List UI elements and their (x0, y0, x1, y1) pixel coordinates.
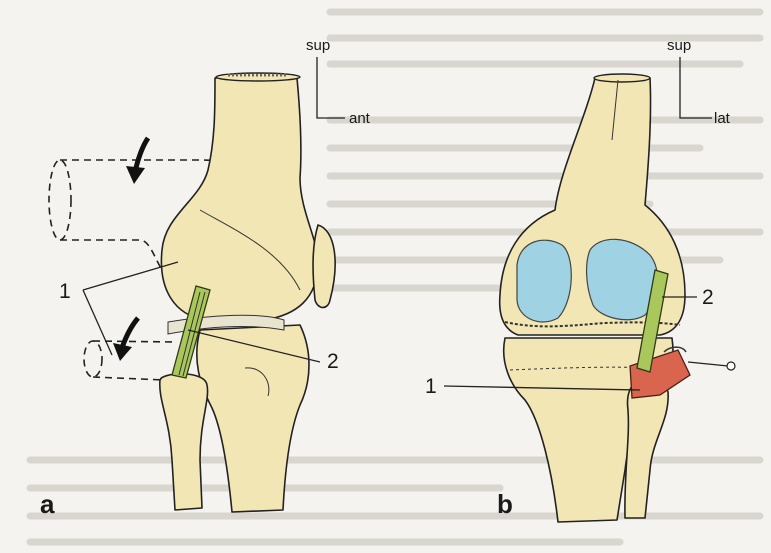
femur-cut-surface-b (594, 74, 650, 82)
orientation-sup-b: sup (667, 37, 691, 54)
lateral-condyle-cartilage (517, 240, 571, 322)
orientation-indicator-a: sup ant (306, 37, 371, 127)
panel-letter-b: b (497, 489, 513, 519)
rotation-arrow-lower (113, 318, 138, 361)
label-2-b: 2 (702, 286, 714, 309)
patella (313, 225, 335, 308)
retractor-wire (688, 362, 728, 366)
panel-b: sup lat 2 1 b (425, 37, 735, 522)
leader-1a-lower (83, 290, 112, 355)
orientation-lat-b: lat (714, 110, 731, 127)
femur-a (161, 78, 318, 320)
panel-a: sup ant 1 2 a (40, 37, 371, 519)
rotation-arrow-upper (126, 138, 148, 184)
label-1-a: 1 (59, 280, 71, 303)
orientation-sup-a: sup (306, 37, 330, 54)
orientation-indicator-b: sup lat (667, 37, 731, 127)
panel-letter-a: a (40, 489, 55, 519)
fibula-b (625, 378, 668, 518)
label-1-b: 1 (425, 375, 437, 398)
tibia-a (197, 325, 309, 512)
retractor-tip (727, 362, 735, 370)
orientation-ant-a: ant (349, 110, 371, 127)
label-2-a: 2 (327, 350, 339, 373)
